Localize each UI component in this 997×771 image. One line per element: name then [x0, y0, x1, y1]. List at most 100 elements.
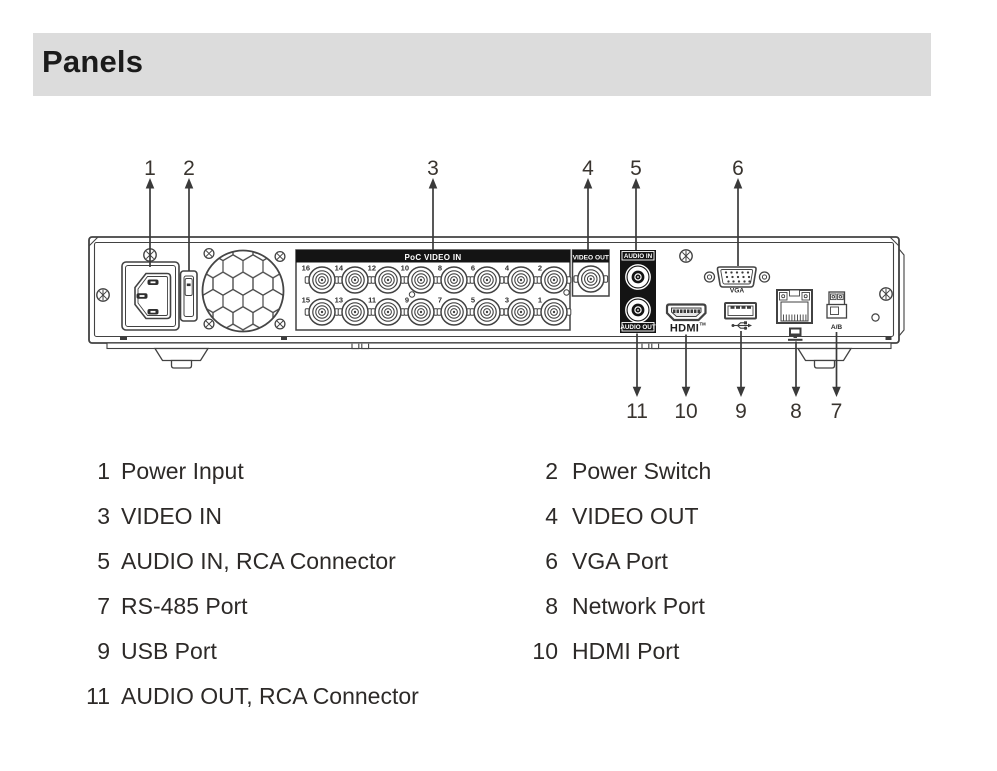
legend-item-number: 8 [545, 593, 558, 619]
legend-item: 7 RS-485 Port [66, 593, 419, 638]
callout-6: 6 [732, 157, 744, 266]
callout-number: 2 [183, 157, 195, 180]
rs485-ab-label: A/B [831, 324, 843, 331]
legend-item-label: Network Port [572, 593, 705, 619]
legend-item-number: 2 [545, 458, 558, 484]
legend-item-label: Power Switch [572, 458, 712, 484]
legend-item-number: 11 [86, 683, 110, 709]
usb-icon [731, 321, 752, 330]
bnc-channel-number: 10 [401, 264, 409, 273]
legend-item-number: 1 [97, 458, 110, 484]
callout-number: 9 [735, 400, 747, 423]
bnc-channel-number: 11 [368, 296, 376, 305]
callout-number: 8 [790, 400, 802, 423]
audio-out-label: AUDIO OUT [620, 324, 655, 331]
legend-left-column: 1 Power Input 3 VIDEO IN 5 AUDIO IN, RCA… [66, 458, 419, 728]
screw-icon [679, 249, 693, 263]
legend-item-number: 5 [97, 548, 110, 574]
legend-item-number: 6 [545, 548, 558, 574]
rca-connector [625, 264, 651, 290]
vga-connector: VGA [703, 266, 771, 295]
legend-item: 11 AUDIO OUT, RCA Connector [66, 683, 419, 728]
screw-icon [879, 287, 893, 301]
bnc-channel-number: 14 [335, 264, 344, 273]
callout-11: 11 [626, 333, 648, 423]
callout-number: 11 [626, 400, 648, 423]
network-icon [788, 327, 803, 341]
legend-item: 4 VIDEO OUT [514, 503, 711, 548]
right-foot [797, 347, 852, 369]
legend-item-label: AUDIO IN, RCA Connector [121, 548, 396, 574]
bnc-channel-number: 1 [538, 296, 542, 305]
page-title: Panels [42, 43, 144, 79]
hdmi-connector: HDMI TM [665, 303, 707, 335]
legend-item-label: VIDEO OUT [572, 503, 699, 529]
callout-number: 10 [674, 400, 697, 423]
legend-item-number: 7 [97, 593, 110, 619]
rca-connector [625, 297, 651, 323]
bnc-channel-number: 2 [538, 264, 542, 273]
callout-8: 8 [790, 341, 802, 423]
callout-number: 7 [831, 400, 843, 423]
bnc-channel-number: 13 [335, 296, 343, 305]
legend-item: 10 HDMI Port [514, 638, 711, 683]
legend-item: 9 USB Port [66, 638, 419, 683]
callout-4: 4 [582, 157, 594, 250]
legend-item-label: USB Port [121, 638, 217, 664]
vga-label: VGA [730, 288, 745, 295]
callout-number: 1 [144, 157, 156, 180]
video-out-section: VIDEO OUT [571, 249, 610, 297]
bnc-channel-number: 8 [438, 264, 442, 273]
screw-icon [274, 250, 286, 263]
hdmi-logo: HDMI [670, 323, 699, 335]
callout-1: 1 [144, 157, 156, 267]
legend-item-number: 10 [532, 638, 558, 664]
callout-number: 4 [582, 157, 594, 180]
usb-port [724, 302, 757, 330]
legend-item-label: RS-485 Port [121, 593, 248, 619]
legend-item-number: 9 [97, 638, 110, 664]
legend-item: 2 Power Switch [514, 458, 711, 503]
poc-video-in-label: PoC VIDEO IN [405, 253, 462, 262]
rs485-terminal: A/B [826, 291, 848, 331]
legend-item-number: 4 [545, 503, 558, 529]
callout-number: 3 [427, 157, 439, 180]
callout-10: 10 [674, 334, 698, 423]
bnc-channel-number: 7 [438, 296, 442, 305]
legend-item: 8 Network Port [514, 593, 711, 638]
fan-vent [201, 249, 285, 333]
bnc-channel-number: 9 [405, 296, 409, 305]
screw-icon [203, 247, 215, 260]
callout-number: 5 [630, 157, 642, 180]
callout-7: 7 [831, 332, 843, 423]
legend-right-column: 2 Power Switch 4 VIDEO OUT 6 VGA Port 8 … [514, 458, 711, 683]
legend-item-label: AUDIO OUT, RCA Connector [121, 683, 419, 709]
video-in-section: PoC VIDEO IN 16 14 12 10 8 6 4 2 15 13 1… [295, 249, 572, 331]
legend-item-label: VGA Port [572, 548, 668, 574]
callout-9: 9 [735, 331, 747, 423]
left-foot [154, 347, 209, 369]
legend-item: 6 VGA Port [514, 548, 711, 593]
callout-3: 3 [427, 157, 439, 250]
bnc-channel-number: 16 [302, 264, 310, 273]
legend-item-label: Power Input [121, 458, 244, 484]
callout-number: 6 [732, 157, 744, 180]
screw-icon [96, 288, 110, 302]
bnc-channel-number: 4 [505, 264, 510, 273]
rear-panel-diagram: PoC VIDEO IN 16 14 12 10 8 6 4 2 15 13 1… [88, 157, 905, 423]
callout-5: 5 [630, 157, 642, 250]
bnc-channel-number: 3 [505, 296, 509, 305]
screw-icon [274, 318, 286, 330]
callout-2: 2 [183, 157, 195, 271]
legend-item: 1 Power Input [66, 458, 419, 503]
power-inlet [121, 261, 180, 331]
screw-icon [203, 318, 215, 330]
bnc-channel-number: 5 [471, 296, 475, 305]
audio-in-label: AUDIO IN [624, 253, 653, 260]
bnc-channel-number: 6 [471, 264, 475, 273]
audio-section: AUDIO IN AUDIO OUT [620, 250, 656, 333]
legend-item-label: HDMI Port [572, 638, 680, 664]
chassis-hole [871, 313, 880, 322]
power-switch [179, 270, 198, 322]
video-out-label: VIDEO OUT [573, 254, 609, 261]
